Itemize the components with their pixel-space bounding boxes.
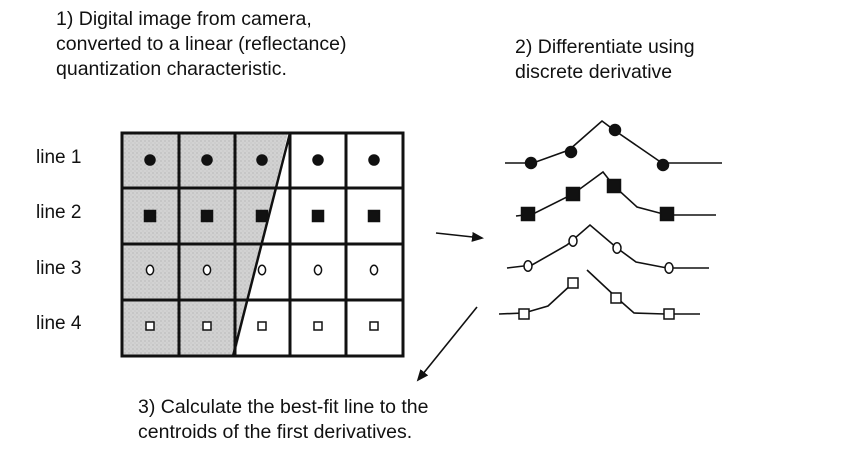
pixel-marker-line-3: [257, 264, 267, 276]
profile-marker-line-3: [568, 235, 578, 247]
pixel-marker-line-3: [202, 264, 212, 276]
step-1-caption: 1) Digital image from camera, converted …: [56, 8, 347, 80]
profile-marker-line-2: [659, 206, 675, 222]
profile-marker-line-2: [565, 186, 581, 202]
profile-marker-line-3: [664, 262, 674, 274]
derivative-profiles: [498, 119, 722, 320]
profile-line-2: [515, 170, 716, 217]
line-1-label: line 1: [36, 147, 82, 168]
profile-marker-line-3: [612, 242, 622, 254]
pixel-marker-line-1: [312, 154, 324, 166]
profile-marker-line-4: [567, 277, 579, 289]
pixel-marker-line-2: [255, 209, 269, 223]
profile-marker-line-1: [524, 156, 538, 170]
pixel-markers: [143, 154, 381, 331]
pixel-marker-line-1: [201, 154, 213, 166]
profile-marker-line-1: [564, 145, 578, 159]
profile-line-4: [586, 269, 700, 315]
pixel-marker-line-3: [313, 264, 323, 276]
pixel-marker-line-2: [367, 209, 381, 223]
profile-marker-line-1: [608, 123, 622, 137]
pixel-marker-line-3: [369, 264, 379, 276]
arrow-to-derivative: [435, 231, 484, 242]
edge-line: [231, 132, 292, 357]
pixel-marker-line-2: [143, 209, 157, 223]
pixel-marker-line-4: [369, 321, 379, 331]
pixel-marker-line-1: [256, 154, 268, 166]
pixel-marker-line-1: [144, 154, 156, 166]
line-2-label: line 2: [36, 202, 82, 223]
pixel-marker-line-3: [145, 264, 155, 276]
pixel-marker-line-2: [200, 209, 214, 223]
profile-marker-line-3: [523, 260, 533, 272]
pixel-marker-line-4: [257, 321, 267, 331]
profile-marker-line-2: [606, 178, 622, 194]
profile-line-3: [506, 223, 709, 269]
pixel-marker-line-2: [311, 209, 325, 223]
line-3-label: line 3: [36, 258, 82, 279]
pixel-marker-line-4: [145, 321, 155, 331]
step-2-caption: 2) Differentiate using discrete derivati…: [515, 36, 695, 83]
pixel-marker-line-1: [368, 154, 380, 166]
step-3-caption: 3) Calculate the best-fit line to the ce…: [138, 396, 429, 443]
profile-marker-line-4: [663, 308, 675, 320]
profile-marker-line-4: [610, 292, 622, 304]
profile-marker-line-2: [520, 206, 536, 222]
pixel-marker-line-4: [202, 321, 212, 331]
profile-marker-line-4: [518, 308, 530, 320]
profile-line-4: [498, 282, 574, 315]
pixel-grid: [120, 131, 405, 358]
profile-marker-line-1: [656, 158, 670, 172]
pixel-marker-line-4: [313, 321, 323, 331]
line-4-label: line 4: [36, 313, 82, 334]
arrow-to-fit: [416, 306, 478, 382]
